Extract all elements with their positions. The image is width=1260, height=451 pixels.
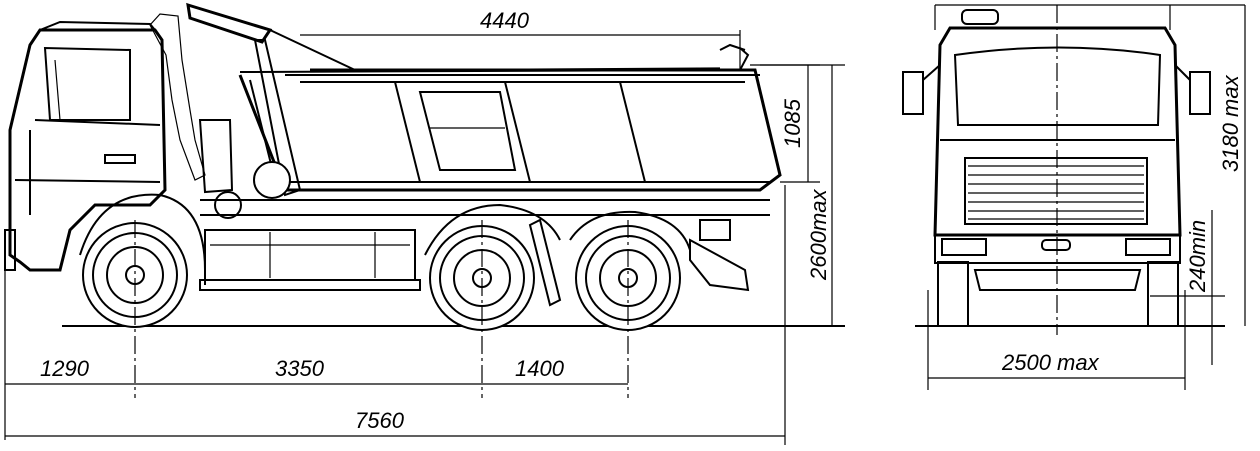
dim-height-max-label: 2600max xyxy=(806,188,831,281)
dim-bogie-label: 1400 xyxy=(515,356,565,381)
side-view: 4440 1085 2600max 1290 3350 1400 7560 xyxy=(4,2,845,445)
dim-overall-height-label: 3180 max xyxy=(1218,74,1243,172)
dim-overall-length: 7560 xyxy=(5,408,785,437)
left-mirror xyxy=(902,71,924,115)
dim-body-length-label: 4440 xyxy=(480,8,530,33)
grille xyxy=(964,157,1148,225)
right-headlight xyxy=(1125,238,1171,256)
dim-body-height: 1085 xyxy=(760,64,820,183)
front-view: 3180 max 240min 2500 max xyxy=(902,4,1246,390)
dim-front-overhang-label: 1290 xyxy=(40,356,90,381)
air-intake xyxy=(149,13,234,194)
rear-fender-2 xyxy=(569,210,691,251)
hydraulic-tank xyxy=(253,161,291,199)
dim-overall-width-label: 2500 max xyxy=(1001,350,1100,375)
dump-body xyxy=(186,2,782,197)
windshield xyxy=(953,46,1162,126)
dim-ground-clearance-label: 240min xyxy=(1185,220,1210,293)
dim-overall-height: 3180 max xyxy=(1218,5,1246,326)
front-bumper xyxy=(934,234,1181,264)
front-fender xyxy=(79,193,206,285)
right-front-tire xyxy=(1147,261,1179,327)
front-axle xyxy=(973,269,1142,291)
air-tank xyxy=(214,191,242,219)
dim-body-length: 4440 xyxy=(300,8,741,70)
dim-body-height-label: 1085 xyxy=(780,98,805,148)
right-mirror xyxy=(1189,71,1211,115)
left-front-tire xyxy=(937,261,969,327)
cab xyxy=(4,20,167,272)
dim-overall-width: 2500 max xyxy=(927,290,1186,390)
rear-fender-1 xyxy=(424,203,561,256)
chassis xyxy=(199,199,770,307)
dim-bottom-row-1: 1290 3350 1400 xyxy=(4,185,786,445)
dim-ground-clearance: 240min xyxy=(1150,210,1225,365)
left-headlight xyxy=(941,238,987,256)
grille-bars xyxy=(968,165,1144,220)
dim-height-max: 2600max xyxy=(750,64,845,326)
dim-wheelbase-label: 3350 xyxy=(275,356,325,381)
dim-overall-length-label: 7560 xyxy=(355,408,405,433)
